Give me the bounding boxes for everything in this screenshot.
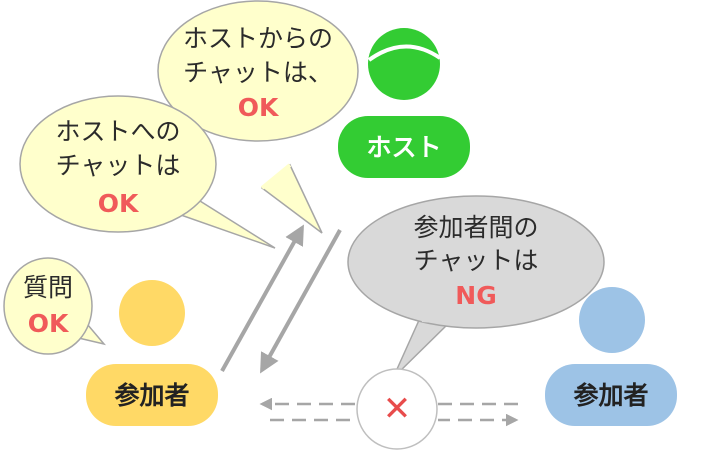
- bubble-to-host: ホストへの チャットは OK: [19, 95, 276, 249]
- participant-right: 参加者: [545, 287, 677, 426]
- bubble-between-status: NG: [455, 281, 496, 310]
- participant-left: 参加者: [86, 280, 218, 426]
- participant-right-body: [545, 364, 677, 426]
- bubble-question-line1: 質問: [23, 273, 73, 302]
- bubble-host-to-line1: ホストからの: [183, 24, 333, 53]
- bubble-between-line2: チャットは: [414, 246, 539, 275]
- bubble-between-line1: 参加者間の: [413, 213, 538, 242]
- participant-left-label: 参加者: [114, 381, 189, 410]
- cross-icon: ✕: [383, 389, 412, 429]
- bubble-question-status: OK: [28, 309, 70, 338]
- host-person: ホスト: [338, 28, 470, 178]
- arrow-icon: [220, 224, 304, 372]
- participant-left-head-icon: [119, 280, 185, 346]
- bubble-to-host-line1: ホストへの: [55, 117, 180, 146]
- host-body: [338, 116, 470, 178]
- participant-right-head-icon: [579, 287, 645, 353]
- bubble-to-host-status: OK: [98, 189, 140, 218]
- host-head-icon: [368, 28, 440, 100]
- bubble-host-to-line2: チャットは、: [183, 58, 333, 87]
- blocked-indicator: ✕: [356, 368, 438, 450]
- host-label: ホスト: [366, 133, 441, 162]
- host-hair-icon: [367, 44, 442, 62]
- arrow-icon: [260, 229, 342, 374]
- participant-left-body: [86, 364, 218, 426]
- participant-right-label: 参加者: [573, 381, 648, 410]
- speech-bubble-icon: [260, 163, 323, 234]
- bubble-question: 質問 OK: [3, 257, 107, 355]
- bubble-to-host-line2: チャットは: [56, 151, 181, 180]
- bubble-host-to: ホストからの チャットは、 OK: [157, 0, 359, 234]
- bubble-between: 参加者間の チャットは NG: [347, 195, 605, 379]
- bubble-host-to-status: OK: [238, 93, 280, 122]
